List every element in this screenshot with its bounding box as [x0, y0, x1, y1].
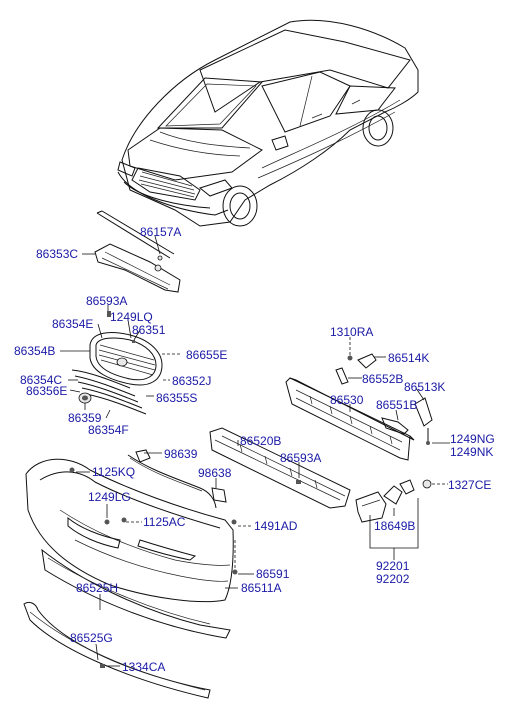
- label-1249NG: 1249NG: [450, 432, 495, 446]
- label-1327CE: 1327CE: [448, 478, 491, 492]
- label-86593A-mid: 86593A: [280, 451, 321, 465]
- label-86525G: 86525G: [70, 631, 113, 645]
- label-1334CA: 1334CA: [122, 660, 165, 674]
- label-86359: 86359: [68, 411, 102, 425]
- label-86525H: 86525H: [76, 581, 118, 595]
- label-86530: 86530: [330, 393, 364, 407]
- label-86355S: 86355S: [156, 391, 197, 405]
- label-86351: 86351: [132, 323, 166, 337]
- label-18649B: 18649B: [374, 519, 415, 533]
- label-92201: 92201: [376, 559, 410, 573]
- label-1125AC: 1125AC: [143, 515, 186, 529]
- label-86551B: 86551B: [376, 398, 417, 412]
- front-bumper-cover: [25, 458, 238, 603]
- bumper-beam-86530: [285, 353, 433, 461]
- leader-lines: [60, 235, 450, 667]
- label-86356E: 86356E: [26, 384, 67, 398]
- label-92202: 92202: [376, 572, 410, 586]
- label-86655E: 86655E: [186, 348, 227, 362]
- label-86520B: 86520B: [240, 434, 281, 448]
- label-1249LG: 1249LG: [88, 490, 131, 504]
- washer-hose: [127, 449, 227, 509]
- label-86513K: 86513K: [404, 380, 445, 394]
- label-86157A: 86157A: [140, 225, 181, 239]
- part-labels: 86157A 86353C 86593A 1249LQ 86354E 86351…: [14, 225, 495, 674]
- label-86514K: 86514K: [388, 351, 429, 365]
- label-1249NK: 1249NK: [450, 445, 493, 459]
- label-86552B: 86552B: [362, 372, 403, 386]
- label-86354C: 86354C: [20, 373, 62, 387]
- label-86593A-top: 86593A: [86, 294, 127, 308]
- label-86352J: 86352J: [172, 374, 211, 388]
- label-1310RA: 1310RA: [330, 325, 373, 339]
- label-98638: 98638: [198, 466, 232, 480]
- label-86354B: 86354B: [14, 344, 55, 358]
- label-1249LQ: 1249LQ: [110, 310, 153, 324]
- car-illustration: [117, 19, 419, 227]
- radiator-grille: [71, 311, 163, 415]
- label-86354F: 86354F: [88, 423, 129, 437]
- label-1491AD: 1491AD: [254, 519, 298, 533]
- lower-lip-spoiler: [23, 548, 231, 699]
- label-1125KQ: 1125KQ: [92, 465, 135, 479]
- energy-absorber-86520B: [209, 427, 351, 509]
- label-86353C: 86353C: [36, 247, 78, 261]
- label-86511A: 86511A: [241, 581, 281, 595]
- fog-lamp: [355, 479, 432, 523]
- label-86591: 86591: [256, 567, 290, 581]
- label-98639: 98639: [164, 447, 198, 461]
- label-86354E: 86354E: [52, 317, 93, 331]
- grille-cover-86353C: [94, 210, 181, 293]
